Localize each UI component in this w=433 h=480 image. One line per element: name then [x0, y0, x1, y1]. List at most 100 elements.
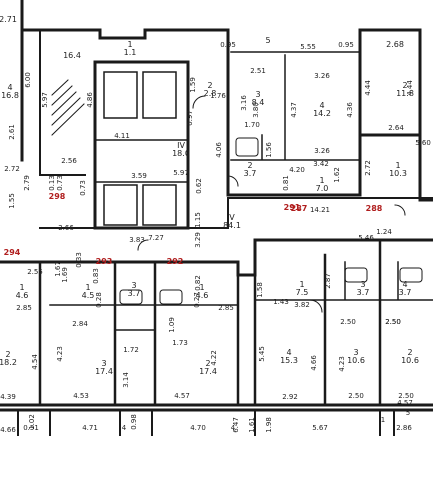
- dimension-label: 4.23: [338, 356, 346, 372]
- room-label: 1: [319, 176, 324, 185]
- dimension-label: 1.72: [123, 346, 139, 354]
- dimension-label: 4.53: [73, 392, 89, 400]
- room-label: 10.6: [347, 356, 365, 365]
- room-label: 1: [19, 283, 24, 292]
- dimension-label: 0.95: [338, 41, 354, 49]
- dimension-label: 3.14: [122, 372, 130, 388]
- room-label: 3: [360, 280, 365, 289]
- room-label: 8.4: [252, 98, 265, 107]
- dimension-label: 2.79: [23, 175, 31, 191]
- dimension-label: 3.29: [194, 232, 202, 248]
- dimension-label: 7.27: [148, 234, 164, 242]
- corridor-label: V84.1: [223, 213, 241, 230]
- room-label: 3.7: [128, 289, 141, 298]
- dimension-label: 2.85: [16, 304, 32, 312]
- walls: [0, 0, 433, 436]
- dimension-label: 5: [406, 409, 410, 417]
- dimension-label: 1.98: [265, 417, 273, 433]
- room-label: 1: [85, 283, 90, 292]
- dimension-label: 4.57: [397, 399, 413, 407]
- dimension-label: 4.70: [190, 424, 206, 432]
- room-label: 17.4: [199, 367, 217, 376]
- dimension-label: 1.70: [244, 121, 260, 129]
- dimension-label: 4.11: [114, 132, 130, 140]
- apartment-number: 292: [167, 257, 184, 266]
- room-label: 1.1: [124, 48, 137, 57]
- dimension-label: 2.50: [348, 392, 364, 400]
- dimension-label: 2.61: [8, 124, 16, 140]
- dimension-label: 4.54: [31, 354, 39, 370]
- room-label: 10.6: [401, 356, 419, 365]
- wall-top: [20, 0, 230, 40]
- dimension-label: 1.73: [172, 339, 188, 347]
- dimension-label: 2.50: [385, 318, 401, 326]
- dimension-label: 5.97: [173, 169, 189, 177]
- dimension-label: 4.66: [0, 426, 16, 434]
- dimension-label: 4.44: [406, 80, 414, 96]
- dimension-label: 1.58: [256, 282, 264, 298]
- apartment-number: 291: [284, 203, 301, 212]
- dimension-label: 4.71: [82, 424, 98, 432]
- room-label: 2.68: [386, 40, 404, 49]
- wall-left-column: [39, 29, 86, 176]
- dimension-label: 1.69: [61, 267, 69, 283]
- dimension-label: 2.56: [61, 157, 77, 165]
- dimension-label: 4.36: [346, 102, 354, 118]
- apartment-number: 298: [49, 192, 66, 201]
- dimension-label: 0.13: [48, 175, 56, 191]
- dimension-label: 1.62: [333, 167, 341, 183]
- wall-core-mid: [94, 139, 189, 183]
- dimension-label: 3.82: [294, 301, 310, 309]
- dimension-label: 2.64: [388, 124, 404, 132]
- room-label: 1: [199, 283, 204, 292]
- room-label: 18.2: [0, 358, 17, 367]
- room-label: 1: [395, 161, 400, 170]
- dimension-label: 5.46: [358, 234, 374, 242]
- wall-core: [93, 60, 190, 230]
- dimension-label: 2.72: [4, 165, 20, 173]
- dimension-label: 0.27: [193, 292, 201, 308]
- dimension-label: 1.76: [210, 92, 226, 100]
- dimension-label: 1.24: [376, 228, 392, 236]
- dimension-label: 0.98: [130, 414, 138, 430]
- room-label: 3.7: [357, 288, 370, 297]
- room-label: 4: [319, 101, 324, 110]
- apartment-number: 293: [96, 257, 113, 266]
- room-label: 3.7: [399, 288, 412, 297]
- dimension-label: 5.45: [258, 346, 266, 362]
- wall-corridor-north: [39, 197, 433, 229]
- room-label: 14.2: [313, 109, 331, 118]
- dimension-label: 3.83: [129, 236, 145, 244]
- dimension-label: 2.86: [396, 424, 412, 432]
- dimension-label: 5.67: [312, 424, 328, 432]
- dimension-label: 0.81: [282, 175, 290, 191]
- dimension-label: 6.47: [232, 417, 240, 433]
- dimension-label: 1.56: [265, 142, 273, 158]
- dimension-label: 4.06: [215, 142, 223, 158]
- room-label: 16.4: [63, 51, 81, 60]
- wall-corridor-south: [0, 238, 433, 277]
- dimension-label: 0.97: [186, 110, 194, 126]
- dimension-label: 0.73: [79, 180, 87, 196]
- corridor-label-text: 84.1: [223, 221, 241, 230]
- wall-lift-1: [103, 71, 138, 119]
- dimension-label: 6.00: [24, 72, 32, 88]
- dimension-label: 1.59: [189, 77, 197, 93]
- dimension-label: 3.42: [313, 160, 329, 168]
- room-label: 2.8: [204, 89, 217, 98]
- dimension-label: 4.39: [0, 393, 16, 401]
- dimension-label: 0.28: [95, 292, 103, 308]
- dimension-label: 1.67: [54, 261, 62, 277]
- room-label: 4.5: [82, 291, 95, 300]
- dimension-label: 2.51: [250, 67, 266, 75]
- dimension-label: 3.26: [314, 72, 330, 80]
- dimension-label: 2.92: [282, 393, 298, 401]
- wall-lift-2: [142, 71, 177, 119]
- dimension-label: 3.80: [252, 102, 260, 118]
- room-label: 4: [7, 83, 12, 92]
- wall-lower-inner: [49, 261, 433, 331]
- dimension-label: 2.50: [385, 318, 401, 326]
